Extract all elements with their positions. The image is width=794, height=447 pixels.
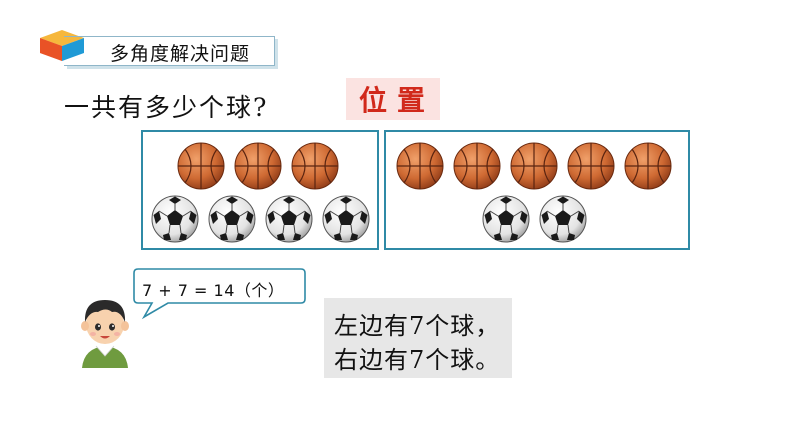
basketball-icon [453,142,501,190]
section-title-tag: 多角度解决问题 [64,36,275,66]
basketball-icon [177,142,225,190]
equation-text: 7 + 7 = 14（个） [142,281,285,300]
basketball-icon [396,142,444,190]
speech-bubble [133,268,306,320]
soccer-ball-icon [482,195,530,243]
cube-icon [40,30,84,61]
boy-avatar [81,300,129,368]
left-ball-group [141,130,379,250]
answer-box: 左边有7个球， 右边有7个球。 [324,298,512,378]
answer-line-1: 左边有7个球， [334,312,501,340]
right-ball-group [384,130,690,250]
soccer-ball-icon [539,195,587,243]
section-title: 多角度解决问题 [110,43,251,65]
position-badge: 位置 [346,78,440,120]
soccer-ball-icon [265,195,313,243]
soccer-ball-icon [151,195,199,243]
basketball-icon [624,142,672,190]
question-text: 一共有多少个球? [64,93,269,122]
basketball-icon [234,142,282,190]
basketball-icon [567,142,615,190]
basketball-icon [291,142,339,190]
soccer-ball-icon [208,195,256,243]
basketball-icon [510,142,558,190]
answer-line-2: 右边有7个球。 [334,346,501,374]
soccer-ball-icon [322,195,370,243]
